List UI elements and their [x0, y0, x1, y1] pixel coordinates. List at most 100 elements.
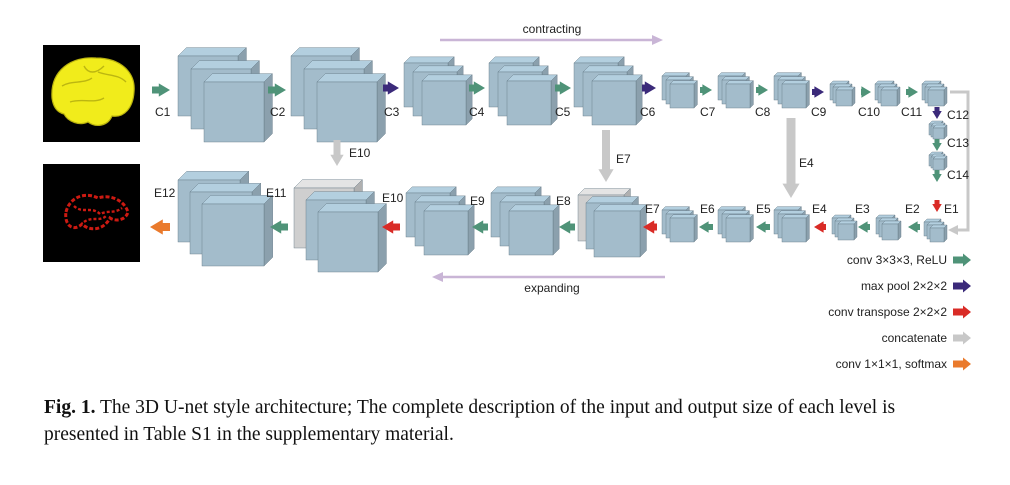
expanding-label: expanding — [524, 281, 579, 295]
pool-arrow-c6 — [642, 81, 656, 95]
legend-arrow-1 — [953, 253, 971, 267]
encoder-block-9 — [829, 80, 856, 107]
encoder-block-6 — [661, 72, 698, 109]
legend-arrow-5 — [953, 357, 971, 371]
conv-arrow-c1 — [152, 83, 170, 97]
decoder-label-e7: E7 — [645, 202, 660, 216]
decoder-label-e1: E1 — [944, 202, 959, 216]
conv-arrow-c5 — [555, 81, 571, 95]
output-segmentation — [64, 193, 130, 231]
encoder-label-c2: C2 — [270, 105, 286, 119]
encoder-block-7 — [717, 72, 754, 109]
contracting-label: contracting — [523, 22, 582, 36]
encoder-label-c6: C6 — [640, 105, 656, 119]
decoder-block-5 — [717, 206, 754, 243]
decoder-label-e4: E4 — [812, 202, 827, 216]
encoder-label-c4: C4 — [469, 105, 485, 119]
encoder-label-c1: C1 — [155, 105, 171, 119]
decoder-label-e11: E11 — [266, 186, 287, 200]
conv-arrow-c7 — [700, 84, 712, 96]
encoder-label-c8: C8 — [755, 105, 771, 119]
encoder-label-c5: C5 — [555, 105, 571, 119]
encoder-block-1 — [177, 47, 273, 143]
encoder-label-c9: C9 — [811, 105, 827, 119]
conv-arrow-e11 — [270, 220, 288, 234]
encoder-block-13 — [928, 151, 948, 171]
legend-label-3: conv transpose 2×2×2 — [828, 305, 947, 319]
expanding-arrowhead — [432, 272, 443, 282]
upconv-arrow-e4 — [814, 221, 826, 233]
softmax-arrow-e12 — [150, 219, 170, 235]
conv-arrow-e6 — [699, 221, 713, 233]
concat-arrow-e4 — [782, 118, 800, 198]
legend-arrow-4 — [953, 331, 971, 345]
decoder-block-2 — [875, 214, 902, 241]
upconv-arrow-e7 — [643, 220, 657, 234]
legend-label-1: conv 3×3×3, ReLU — [847, 253, 947, 267]
decoder-block-10 — [293, 179, 387, 273]
figure-caption: Fig. 1. The 3D U-net style architecture;… — [44, 394, 974, 448]
decoder-label-e5: E5 — [756, 202, 771, 216]
encoder-block-10 — [874, 80, 901, 107]
decoder-label-e8: E8 — [556, 194, 571, 208]
pool-arrow-c12 — [932, 107, 942, 119]
decoder-label-e2: E2 — [905, 202, 920, 216]
legend-item-3: conv transpose 2×2×2 — [828, 305, 971, 319]
encoder-label-c12: C12 — [947, 108, 969, 122]
skip-label-e7: E7 — [616, 152, 631, 166]
decoder-label-e3: E3 — [855, 202, 870, 216]
legend-arrow-2 — [953, 279, 971, 293]
conv-arrow-c10 — [861, 86, 871, 98]
conv-arrow-e2 — [908, 221, 920, 233]
decoder-block-7 — [577, 188, 647, 258]
encoder-block-2 — [290, 47, 386, 143]
legend-item-1: conv 3×3×3, ReLU — [847, 253, 971, 267]
skip-label-e4: E4 — [799, 156, 814, 170]
decoder-block-9 — [405, 186, 475, 256]
decoder-block-6 — [661, 206, 698, 243]
encoder-block-3 — [403, 56, 473, 126]
encoder-label-c7: C7 — [700, 105, 716, 119]
caption-text: The 3D U-net style architecture; The com… — [44, 397, 896, 445]
decoder-block-8 — [490, 186, 560, 256]
caption-label: Fig. 1. — [44, 397, 96, 418]
output-image — [43, 164, 140, 262]
decoder-label-e12: E12 — [154, 186, 176, 200]
encoder-label-c10: C10 — [858, 105, 880, 119]
legend-item-2: max pool 2×2×2 — [861, 279, 971, 293]
decoder-label-e6: E6 — [700, 202, 715, 216]
decoder-block-11 — [177, 170, 274, 267]
concat-arrowhead-e1 — [948, 225, 958, 235]
legend-label-5: conv 1×1×1, softmax — [836, 357, 947, 371]
encoder-label-c14: C14 — [947, 168, 969, 182]
legend-item-5: conv 1×1×1, softmax — [836, 357, 971, 371]
decoder-block-4 — [773, 206, 810, 243]
concat-arrow-e10 — [330, 140, 344, 166]
upconv-arrow-e10 — [382, 220, 400, 234]
encoder-block-8 — [773, 72, 810, 109]
conv-arrow-e8 — [559, 220, 575, 234]
legend-item-4: concatenate — [882, 331, 971, 345]
pool-arrow-c9 — [812, 86, 824, 98]
conv-arrow-c11 — [906, 86, 918, 98]
conv-arrow-c14 — [932, 170, 942, 182]
decoder-label-e9: E9 — [470, 194, 485, 208]
encoder-label-c11: C11 — [901, 105, 922, 119]
conv-arrow-e9 — [472, 220, 488, 234]
conv-arrow-c2 — [268, 83, 286, 97]
conv-arrow-c13 — [932, 139, 942, 151]
encoder-block-4 — [488, 56, 558, 126]
conv-arrow-e5 — [756, 221, 770, 233]
conv-arrow-c4 — [469, 81, 485, 95]
legend-label-4: concatenate — [882, 331, 948, 345]
input-brain — [51, 57, 135, 126]
contracting-arrowhead — [652, 35, 663, 45]
encoder-block-12 — [928, 120, 948, 140]
skip-label-e10: E10 — [349, 146, 371, 160]
upconv-arrow-e1 — [932, 200, 942, 212]
encoder-block-11 — [921, 80, 948, 107]
conv-arrow-c8 — [756, 84, 768, 96]
legend-label-2: max pool 2×2×2 — [861, 279, 947, 293]
concat-arrow-e7 — [598, 130, 614, 182]
